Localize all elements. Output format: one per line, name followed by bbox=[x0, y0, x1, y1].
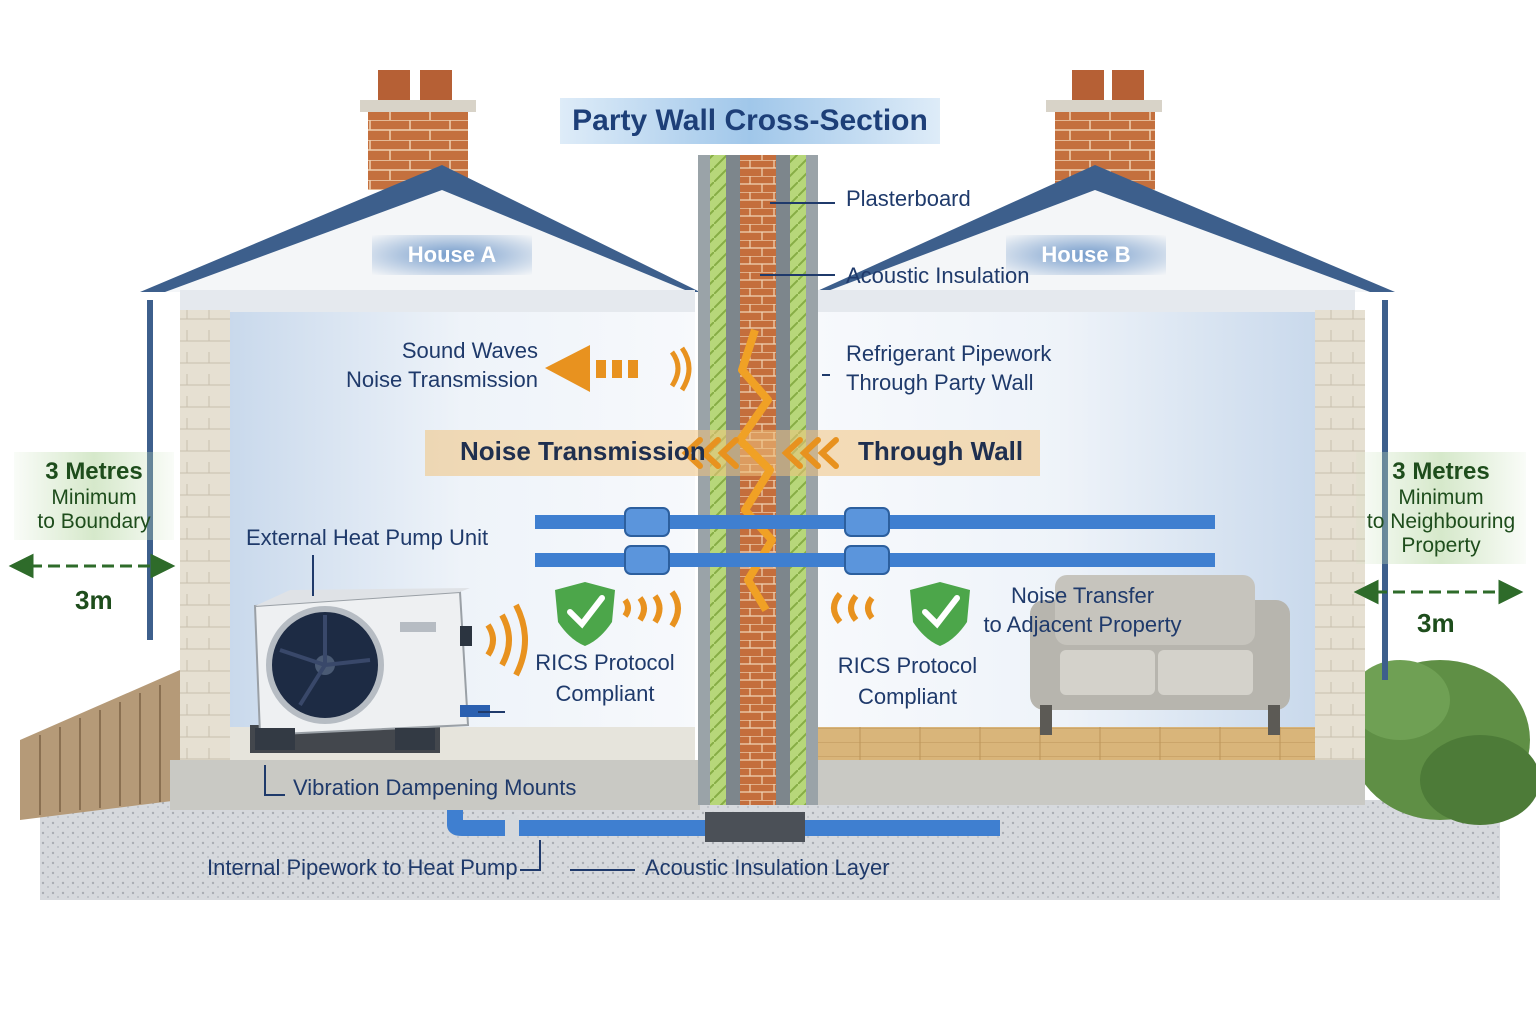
noise-band-right-text: Through Wall bbox=[858, 436, 1024, 466]
noise-transmission-band bbox=[425, 430, 1040, 476]
rics-shield-left bbox=[555, 582, 615, 646]
noise-transfer-line2: to Adjacent Property bbox=[983, 611, 1182, 637]
house-a-label: House A bbox=[372, 235, 532, 275]
vibration-mount-left bbox=[255, 728, 295, 750]
rics-right-line1: RICS Protocol bbox=[837, 653, 978, 678]
acoustic-insulation-label: Acoustic Insulation bbox=[846, 263, 1030, 288]
right-boundary-line4: Property bbox=[1401, 534, 1481, 557]
diagram-title: Party Wall Cross-Section bbox=[560, 98, 940, 144]
noise-transfer-label: Noise Transfer to Adjacent Property bbox=[970, 582, 1195, 639]
right-boundary-box: 3 Metres Minimum to Neighbouring Propert… bbox=[1356, 452, 1526, 564]
sofa bbox=[1030, 575, 1290, 735]
right-boundary-distance: 3m bbox=[1417, 608, 1455, 638]
left-boundary-line1: 3 Metres bbox=[45, 458, 143, 485]
left-boundary-line2: Minimum bbox=[51, 486, 137, 509]
vibration-mount-right bbox=[395, 728, 435, 750]
rics-right-label: RICS Protocol Compliant bbox=[825, 651, 990, 713]
slab-a bbox=[170, 760, 700, 810]
left-boundary-line3: to Boundary bbox=[37, 510, 151, 533]
internal-pipework-label: Internal Pipework to Heat Pump bbox=[207, 855, 518, 880]
noise-transfer-line1: Noise Transfer bbox=[1010, 583, 1155, 608]
sound-wave-arrow bbox=[545, 345, 692, 392]
rics-left-line1: RICS Protocol bbox=[535, 650, 675, 675]
slab-b bbox=[815, 760, 1365, 805]
noise-chevrons bbox=[681, 437, 839, 469]
noise-band-left-text: Noise Transmission bbox=[460, 436, 706, 466]
heat-pump-unit bbox=[250, 588, 490, 753]
sound-line2: Noise Transmission bbox=[346, 366, 538, 392]
rics-right-line2: Compliant bbox=[857, 683, 958, 709]
rics-left-line2: Compliant bbox=[555, 680, 655, 706]
right-boundary-line1: 3 Metres bbox=[1392, 458, 1490, 485]
left-boundary-arrow bbox=[8, 553, 176, 579]
heat-pump-label: External Heat Pump Unit bbox=[246, 525, 489, 550]
sound-waves-label: Sound Waves Noise Transmission bbox=[338, 337, 538, 394]
refrigerant-line1: Refrigerant Pipework bbox=[846, 341, 1052, 366]
left-boundary-distance: 3m bbox=[75, 585, 113, 615]
left-boundary-box: 3 Metres Minimum to Boundary bbox=[14, 452, 174, 540]
garden-fence bbox=[20, 670, 180, 820]
right-boundary-line3: to Neighbouring bbox=[1366, 510, 1516, 533]
right-boundary-arrow bbox=[1353, 579, 1524, 605]
sound-line1: Sound Waves bbox=[401, 338, 538, 363]
house-b-label: House B bbox=[1006, 235, 1166, 275]
refrigerant-pipes bbox=[535, 507, 1215, 575]
refrigerant-line2: Through Party Wall bbox=[846, 369, 1034, 395]
heat-pump-sound-waves bbox=[485, 590, 875, 677]
plasterboard-label: Plasterboard bbox=[846, 186, 971, 211]
leader-lines bbox=[264, 202, 835, 871]
rics-shield-right bbox=[910, 582, 970, 646]
right-boundary-line2: Minimum bbox=[1398, 486, 1484, 509]
vibration-mounts-label: Vibration Dampening Mounts bbox=[293, 775, 577, 800]
rics-left-label: RICS Protocol Compliant bbox=[520, 648, 690, 710]
underground-pipe bbox=[447, 810, 1000, 842]
refrigerant-pipework-label: Refrigerant Pipework Through Party Wall bbox=[846, 340, 1051, 397]
acoustic-layer-label: Acoustic Insulation Layer bbox=[645, 855, 890, 880]
hedge-bush bbox=[1350, 660, 1536, 825]
party-wall bbox=[698, 155, 818, 805]
